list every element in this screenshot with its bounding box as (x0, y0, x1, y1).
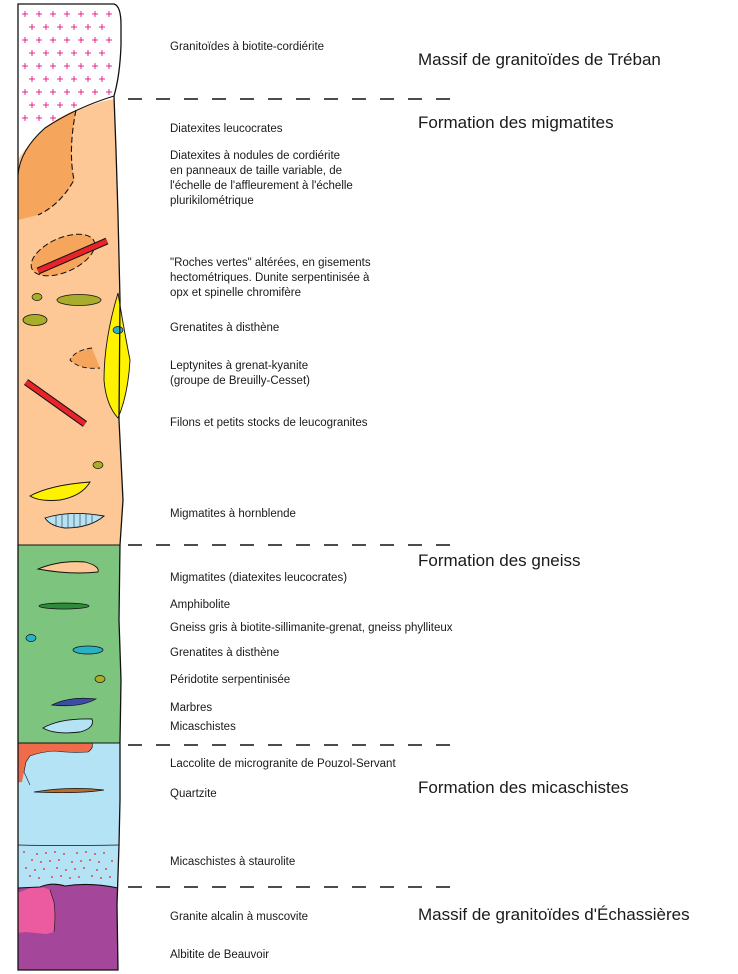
marble-lens (50, 697, 98, 707)
grenatite-lens (56, 294, 102, 306)
grenatite-dot (92, 461, 104, 469)
label-filons-leucogranites: Filons et petits stocks de leucogranites (170, 417, 368, 429)
label-migmatites-hornblende: Migmatites à hornblende (170, 508, 296, 520)
grenatite-lens-gneiss (72, 645, 104, 655)
formation-label-gneiss: Formation des gneiss (418, 551, 581, 570)
formation-label-micaschistes: Formation des micaschistes (418, 778, 629, 797)
leucogranite-dyke-fill (24, 379, 87, 427)
label-gneiss-gris: Gneiss gris à biotite-sillimanite-grenat… (170, 622, 453, 634)
micaschist-layer (18, 743, 123, 888)
leptynite-lens (29, 481, 91, 501)
disthene-dot (112, 326, 124, 334)
label-amphibolite: Amphibolite (170, 599, 231, 611)
diatexite-leucocrate-lens (18, 110, 76, 220)
label-micaschistes-staurolite: Micaschistes à staurolite (170, 856, 296, 868)
label-micaschistes: Micaschistes (170, 721, 236, 733)
label-granite-alcalin: Granite alcalin à muscovite (170, 911, 309, 923)
label-laccolite: Laccolite de microgranite de Pouzol-Serv… (170, 758, 396, 770)
label-quartzite: Quartzite (170, 788, 217, 800)
label-grenatites-disthene-2: Grenatites à disthène (170, 647, 280, 659)
hornblende-migmatite-lens (44, 513, 106, 529)
treban-granitoid-layer (18, 4, 123, 190)
albitite-body (18, 886, 55, 935)
peridotite-pod (94, 675, 106, 683)
hornblende-hatching (55, 513, 93, 528)
laccolith-body (18, 743, 93, 785)
label-albitite: Albitite de Beauvoir (170, 949, 270, 961)
grenatite-pod (31, 293, 43, 301)
granitoid-cross-pattern (22, 11, 112, 121)
label-grenatites-disthene: Grenatites à disthène (170, 322, 280, 334)
amphibolite-lens (38, 602, 90, 610)
leptynite-body (103, 292, 131, 419)
grenatite-lens-small (22, 314, 48, 326)
diatexite-lens (36, 561, 99, 574)
micaschist-lens (42, 718, 93, 734)
quartzite-lens (33, 788, 105, 794)
label-roches-vertes: "Roches vertes" altérées, en gisements h… (170, 257, 371, 299)
label-migmatites-diatexites: Migmatites (diatexites leucocrates) (170, 572, 348, 584)
diatexite-leucocrate-pod (70, 348, 100, 369)
formation-label-treban: Massif de granitoïdes de Tréban (418, 50, 661, 69)
formation-label-echassieres: Massif de granitoïdes d'Échassières (418, 905, 690, 924)
staurolite-dot-pattern (23, 851, 113, 879)
label-granitoides-biotite: Granitoïdes à biotite-cordiérite (170, 41, 325, 53)
label-leptynites: Leptynites à grenat-kyanite (groupe de B… (170, 360, 310, 387)
column-outline (17, 3, 124, 971)
gneiss-layer (18, 545, 123, 745)
formation-label-migmatites: Formation des migmatites (418, 113, 614, 132)
label-diatexites-leucocrates: Diatexites leucocrates (170, 123, 283, 135)
disthene-dot-gneiss (25, 634, 37, 642)
label-peridotite: Péridotite serpentinisée (170, 674, 291, 686)
label-diatexites-nodules: Diatexites à nodules de cordiérite en pa… (170, 150, 353, 207)
label-marbres: Marbres (170, 702, 213, 714)
green-rock-dyke-fill (37, 238, 108, 274)
